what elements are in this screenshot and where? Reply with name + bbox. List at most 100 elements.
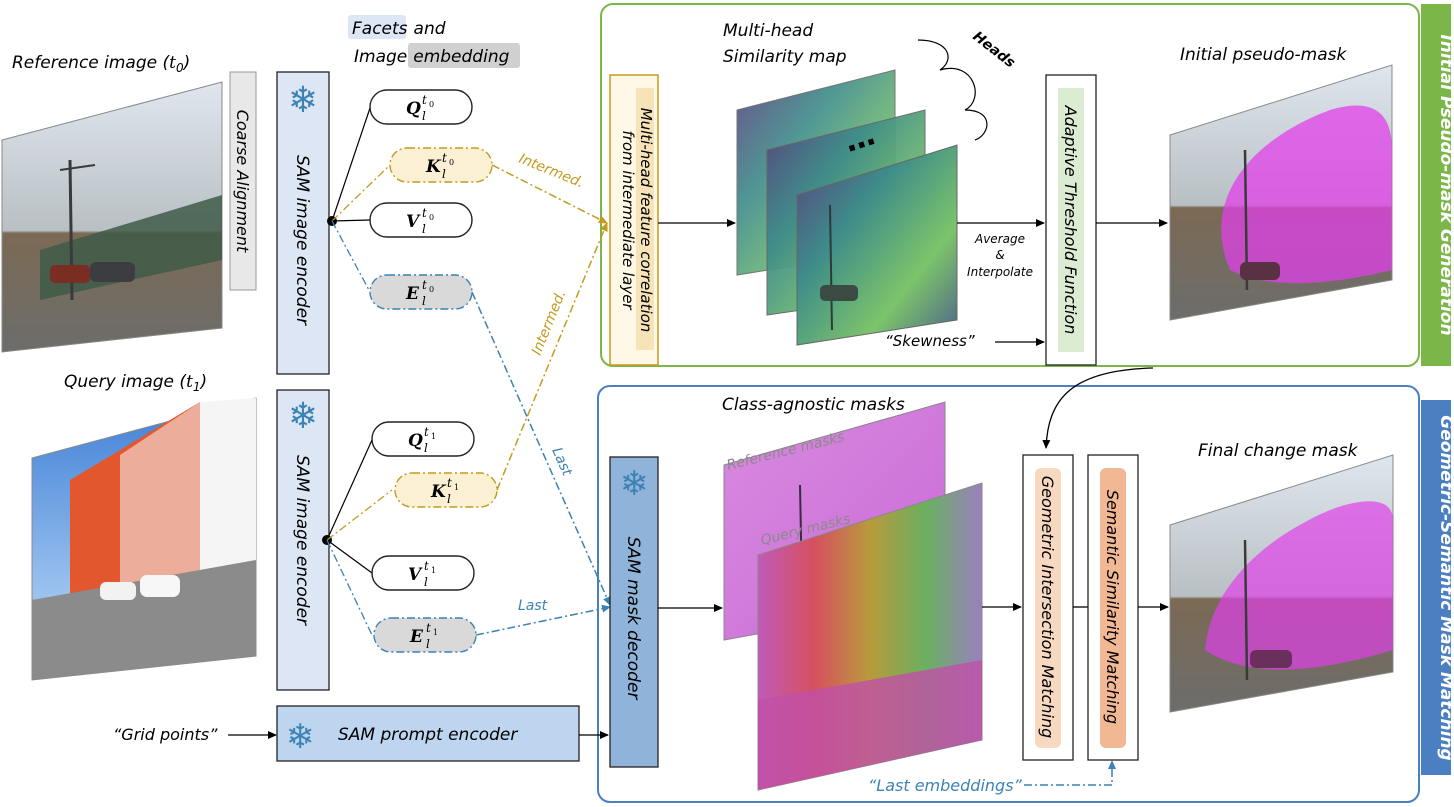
- sam-image-encoder-top: ❄ SAM image encoder: [276, 71, 330, 375]
- svg-text:t: t: [426, 621, 431, 635]
- class-agnostic-masks-label: Class-agnostic masks: [722, 395, 905, 415]
- class-agnostic-mask-stack: [723, 401, 983, 791]
- svg-text:l: l: [424, 575, 428, 589]
- svg-text:l: l: [447, 492, 451, 506]
- snowflake-icon: ❄: [286, 717, 315, 757]
- facets-highlight: [348, 15, 406, 39]
- svg-text:Geometric Intersection Matchin: Geometric Intersection Matching: [1038, 476, 1057, 738]
- svg-text:1: 1: [431, 566, 436, 575]
- svg-text:V: V: [408, 565, 423, 585]
- similarity-map-stack: [736, 69, 958, 346]
- svg-text:l: l: [422, 109, 426, 123]
- svg-text:SAM prompt encoder: SAM prompt encoder: [338, 725, 518, 745]
- svg-text:1: 1: [454, 483, 459, 492]
- final-change-mask-label: Final change mask: [1198, 441, 1359, 461]
- svg-text:SAM image encoder: SAM image encoder: [292, 455, 312, 626]
- reference-image-label: Reference image (t0): [12, 53, 190, 75]
- svg-text:E: E: [405, 284, 420, 304]
- skewness-label: “Skewness”: [885, 332, 975, 350]
- query-image-label: Query image (t1): [64, 372, 207, 394]
- snowflake-icon: ❄: [288, 80, 318, 121]
- geometric-intersection-matching: Geometric Intersection Matching: [1022, 454, 1074, 761]
- svg-text:t: t: [422, 206, 427, 220]
- intermed-label-top: Intermed.: [517, 151, 586, 191]
- svg-text:Q: Q: [408, 431, 423, 451]
- svg-text:1: 1: [433, 628, 438, 637]
- svg-text:SAM mask decoder: SAM mask decoder: [623, 537, 643, 701]
- amp-label: &: [995, 248, 1004, 262]
- pseudo-mask-to-matching-arrow: [1042, 367, 1154, 449]
- grid-points-label: “Grid points”: [113, 725, 218, 744]
- svg-text:E: E: [409, 627, 424, 647]
- mask-matching-panel: [597, 385, 1420, 803]
- pseudo-mask-panel-label: Initial Pseudo-mask Generation: [1436, 34, 1454, 335]
- last-flow-e0: [471, 291, 611, 606]
- adaptive-threshold-function: Adaptive Threshold Function: [1045, 74, 1097, 366]
- svg-text:Q: Q: [406, 99, 421, 119]
- svg-text:t: t: [424, 425, 429, 439]
- final-change-mask-image: [1169, 454, 1394, 713]
- svg-text:Multi-head feature correlation: Multi-head feature correlation: [637, 108, 655, 333]
- svg-text:t: t: [422, 93, 427, 107]
- snowflake-icon: ❄: [620, 464, 649, 504]
- multihead-feature-correlation: Multi-head feature correlation from inte…: [609, 74, 659, 366]
- svg-text:0: 0: [449, 158, 454, 167]
- coarse-alignment-box: [229, 71, 257, 291]
- last-embeddings-label: “Last embeddings”: [868, 776, 1023, 795]
- interpolate-label: Interpolate: [967, 265, 1033, 279]
- snowflake-icon: ❄: [288, 396, 318, 437]
- svg-text:t: t: [424, 559, 429, 573]
- initial-pseudo-mask-image: [1169, 64, 1393, 321]
- svg-text:l: l: [424, 441, 428, 455]
- svg-text:Semantic Similarity Matching: Semantic Similarity Matching: [1103, 490, 1122, 724]
- mask-matching-panel-label-bg: [1421, 400, 1451, 775]
- similarity-title-line1: Multi-head: [723, 21, 813, 41]
- svg-text:V: V: [406, 212, 421, 232]
- svg-text:0: 0: [429, 213, 434, 222]
- embedding-highlight: [408, 43, 520, 68]
- last-label-bottom: Last: [518, 598, 548, 614]
- svg-text:1: 1: [431, 432, 436, 441]
- svg-text:l: l: [422, 294, 426, 308]
- svg-text:l: l: [422, 222, 426, 236]
- semantic-similarity-matching: Semantic Similarity Matching: [1087, 454, 1139, 761]
- svg-text:K: K: [430, 482, 447, 502]
- svg-text:SAM image encoder: SAM image encoder: [292, 155, 312, 326]
- sam-image-encoder-bottom: ❄ SAM image encoder: [276, 389, 330, 691]
- svg-text:l: l: [426, 637, 430, 651]
- heads-brace: [917, 39, 988, 141]
- query-image: [31, 397, 257, 681]
- coarse-alignment-label: Coarse Alignment: [233, 110, 252, 253]
- svg-text:t: t: [422, 278, 427, 292]
- sam-mask-decoder: ❄ SAM mask decoder: [609, 456, 659, 768]
- intermed-flow-k0: [491, 164, 608, 224]
- svg-text:0: 0: [429, 285, 434, 294]
- pseudo-mask-panel-label-bg: [1421, 4, 1451, 366]
- average-label: Average: [974, 232, 1025, 246]
- reference-image: [1, 81, 223, 353]
- similarity-title-line2: Similarity map: [723, 47, 847, 67]
- svg-text:from intermediate layer: from intermediate layer: [619, 130, 637, 310]
- svg-text:t: t: [442, 151, 447, 165]
- sam-prompt-encoder: ❄ SAM prompt encoder: [276, 705, 580, 762]
- svg-text:Adaptive Threshold Function: Adaptive Threshold Function: [1061, 105, 1080, 335]
- svg-text:t: t: [447, 476, 452, 490]
- initial-pseudo-mask-label: Initial pseudo-mask: [1180, 45, 1347, 65]
- svg-text:l: l: [442, 167, 446, 181]
- intermed-label-bottom: Intermed.: [529, 288, 569, 357]
- last-flow-e1: [475, 604, 611, 636]
- pseudo-mask-panel: [600, 3, 1420, 367]
- svg-text:0: 0: [429, 100, 434, 109]
- svg-text:K: K: [425, 157, 442, 177]
